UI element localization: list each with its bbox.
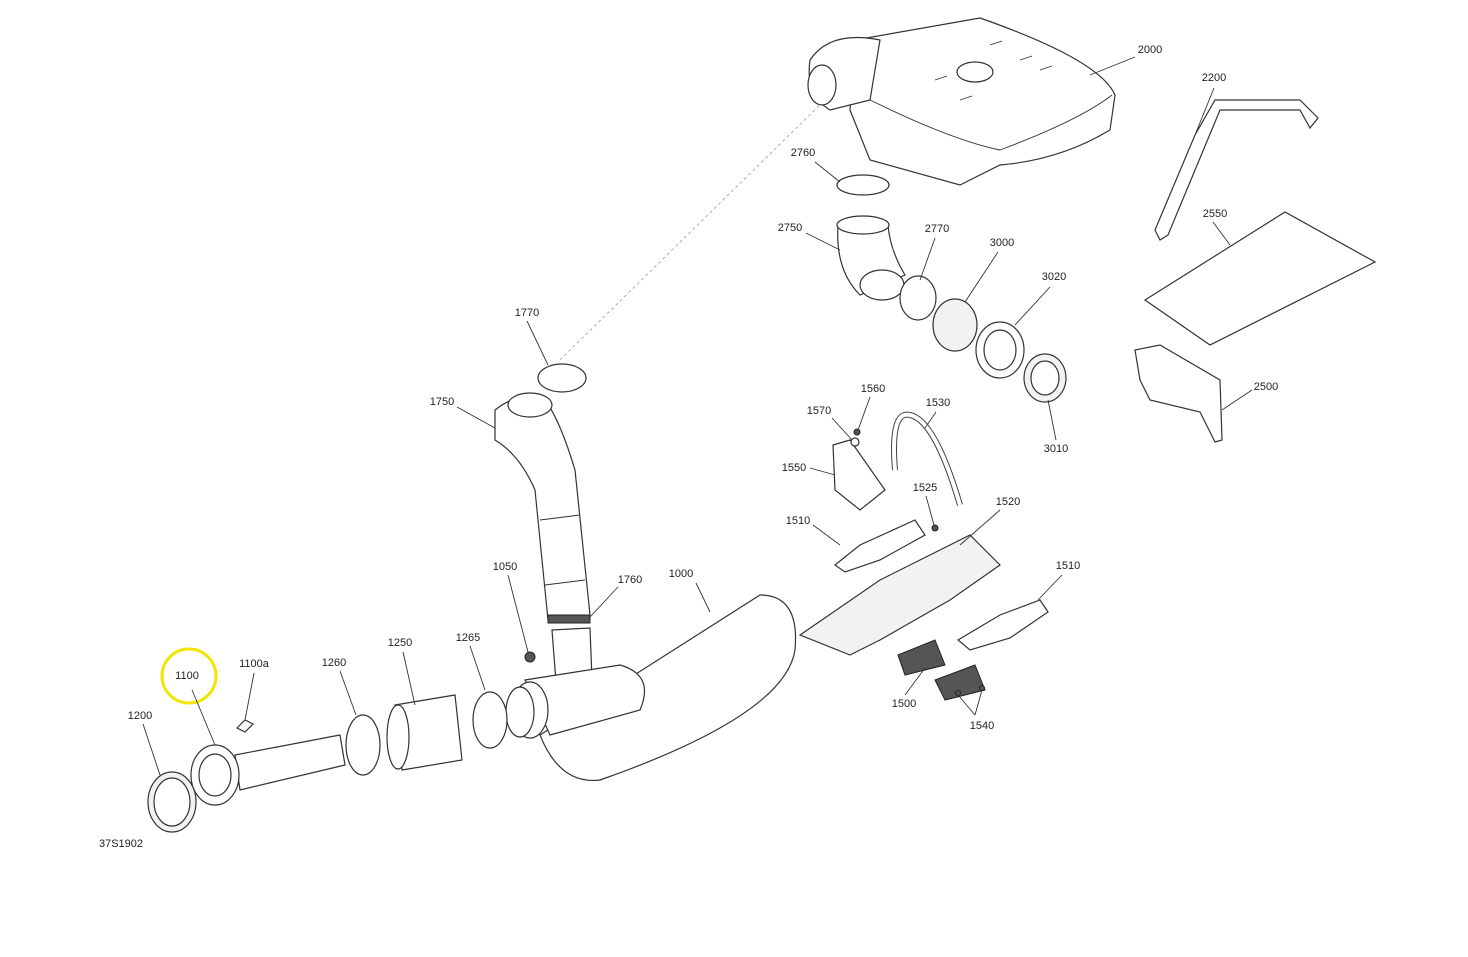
part-1265-clamp[interactable]	[472, 691, 508, 749]
part-1250-coupler[interactable]	[386, 694, 463, 771]
label-1260[interactable]: 1260	[321, 657, 347, 669]
label-1750[interactable]: 1750	[429, 396, 455, 408]
label-1760[interactable]: 1760	[617, 574, 643, 586]
part-1050-nut[interactable]	[524, 651, 536, 663]
part-2000-airbox[interactable]	[807, 17, 1116, 186]
part-2760-clamp[interactable]	[836, 174, 890, 196]
label-3000[interactable]: 3000	[989, 237, 1015, 249]
label-1540[interactable]: 1540	[969, 720, 995, 732]
part-3000-adapter[interactable]	[932, 298, 978, 352]
highlight-circle	[160, 647, 218, 705]
part-1510-bracket-upper[interactable]	[833, 519, 926, 573]
part-2750-elbow[interactable]	[836, 215, 906, 301]
label-2550[interactable]: 2550	[1202, 208, 1228, 220]
label-1525[interactable]: 1525	[912, 482, 938, 494]
label-2500[interactable]: 2500	[1253, 381, 1279, 393]
part-2500-bracket[interactable]	[1134, 344, 1223, 443]
part-1560-nut[interactable]	[853, 428, 861, 436]
label-1200[interactable]: 1200	[127, 710, 153, 722]
part-1760-clamp[interactable]	[547, 614, 591, 624]
part-1525-screw[interactable]	[931, 524, 939, 532]
part-1100-inlet-pipe[interactable]	[190, 734, 346, 806]
label-1560[interactable]: 1560	[860, 383, 886, 395]
label-1265[interactable]: 1265	[455, 632, 481, 644]
label-1510-upper[interactable]: 1510	[785, 515, 811, 527]
part-1540-screw[interactable]	[955, 690, 961, 696]
label-3020[interactable]: 3020	[1041, 271, 1067, 283]
label-1520[interactable]: 1520	[995, 496, 1021, 508]
part-2770-clamp[interactable]	[899, 275, 937, 321]
label-1500[interactable]: 1500	[891, 698, 917, 710]
part-2200-strap[interactable]	[1154, 99, 1319, 241]
part-1770-clamp[interactable]	[537, 363, 587, 393]
part-1520-heat-shield[interactable]	[798, 534, 1001, 656]
label-1100[interactable]: 1100	[175, 670, 199, 682]
part-1550-mount[interactable]	[832, 439, 886, 511]
part-1260-clamp[interactable]	[345, 714, 381, 776]
diagram-id: 37S1902	[98, 838, 144, 850]
label-1050[interactable]: 1050	[492, 561, 518, 573]
label-1100a[interactable]: 1100a	[239, 658, 269, 670]
label-1530[interactable]: 1530	[925, 397, 951, 409]
label-2200[interactable]: 2200	[1201, 72, 1227, 84]
leader-lines	[142, 56, 1253, 776]
label-1250[interactable]: 1250	[387, 637, 413, 649]
part-1500-skid-plate[interactable]	[897, 639, 986, 701]
part-2550-tray[interactable]	[1143, 211, 1377, 346]
part-1100a-fitting[interactable]	[235, 719, 255, 733]
label-3010[interactable]: 3010	[1043, 443, 1069, 455]
part-1510-bracket-lower[interactable]	[956, 599, 1049, 651]
label-2000[interactable]: 2000	[1137, 44, 1163, 56]
label-1000[interactable]: 1000	[668, 568, 694, 580]
label-2750[interactable]: 2750	[777, 222, 803, 234]
part-1750-duct[interactable]	[494, 392, 591, 621]
label-1550[interactable]: 1550	[781, 462, 807, 474]
label-1570[interactable]: 1570	[806, 405, 832, 417]
label-1770[interactable]: 1770	[514, 307, 540, 319]
label-1510-lower[interactable]: 1510	[1055, 560, 1081, 572]
label-2770[interactable]: 2770	[924, 223, 950, 235]
label-2760[interactable]: 2760	[790, 147, 816, 159]
part-1570-washer[interactable]	[850, 437, 860, 447]
